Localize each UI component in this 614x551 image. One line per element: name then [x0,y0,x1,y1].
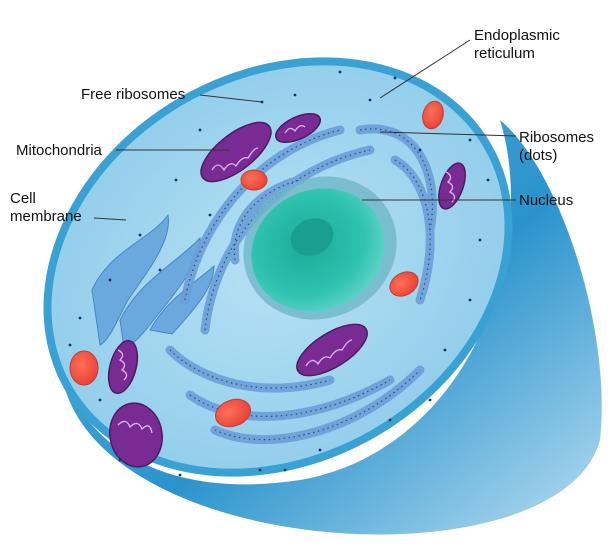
free-ribosomes [68,70,490,477]
label-cell-membrane: Cell membrane [10,190,82,226]
label-endoplasmic-reticulum-line-2: reticulum [474,45,535,62]
label-ribosomes-line-1: Ribosomes [519,129,595,146]
label-cell-membrane-line-1: Cell [10,190,36,207]
label-ribosomes-line-2: (dots) [519,147,558,164]
label-ribosomes: Ribosomes (dots) [519,129,594,165]
endoplasmic-reticulum-edges [169,128,434,441]
label-free-ribosomes: Free ribosomes [81,86,186,103]
label-mitochondria: Mitochondria [16,142,102,159]
cell-body [60,120,602,535]
label-endoplasmic-reticulum-line-1: Endoplasmic [474,27,560,44]
nucleolus [290,218,334,256]
lysosomes [69,100,444,428]
pointer-lines [93,39,517,221]
label-nucleus: Nucleus [519,192,574,209]
mitochondria-cristae [117,125,456,434]
label-cell-membrane-line-2: membrane [10,208,82,225]
label-endoplasmic-reticulum: Endoplasmic reticulum [474,27,560,63]
